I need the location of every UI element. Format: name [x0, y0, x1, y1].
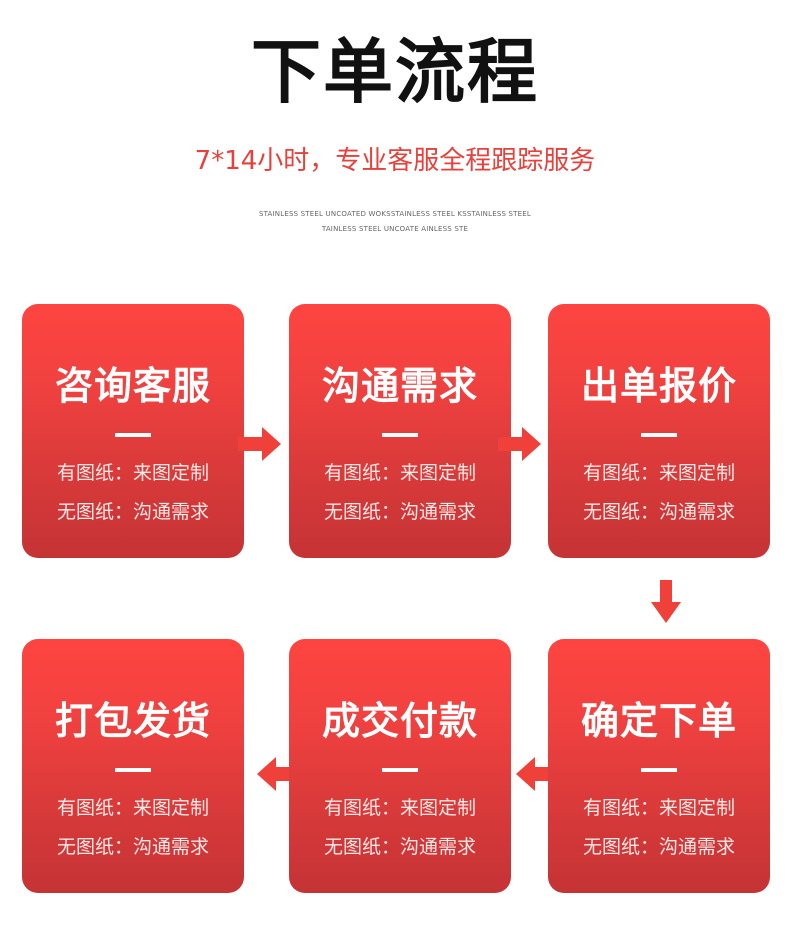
step-title: 确定下单 — [580, 699, 737, 743]
step-divider — [115, 768, 151, 772]
step-card-quote: 出单报价 有图纸：来图定制 无图纸：沟通需求 — [548, 304, 770, 558]
step-divider — [382, 433, 418, 437]
decorative-caption-line-2: TAINLESS STEEL UNCOATE AINLESS STE — [321, 225, 469, 233]
step-note-without-drawing: 无图纸：沟通需求 — [323, 836, 476, 858]
step-divider — [641, 433, 677, 437]
step-title: 出单报价 — [580, 364, 737, 408]
arrow-down-icon — [650, 580, 682, 624]
step-note-with-drawing: 有图纸：来图定制 — [323, 797, 476, 819]
step-title: 打包发货 — [54, 699, 211, 743]
step-note-without-drawing: 无图纸：沟通需求 — [56, 836, 209, 858]
step-note-with-drawing: 有图纸：来图定制 — [582, 462, 735, 484]
step-card-ship: 打包发货 有图纸：来图定制 无图纸：沟通需求 — [22, 639, 244, 893]
step-card-payment: 成交付款 有图纸：来图定制 无图纸：沟通需求 — [289, 639, 511, 893]
step-title: 咨询客服 — [54, 364, 211, 408]
arrow-left-icon — [256, 756, 300, 792]
step-divider — [115, 433, 151, 437]
step-card-consult: 咨询客服 有图纸：来图定制 无图纸：沟通需求 — [22, 304, 244, 558]
step-note-without-drawing: 无图纸：沟通需求 — [56, 501, 209, 523]
step-note-with-drawing: 有图纸：来图定制 — [582, 797, 735, 819]
step-note-without-drawing: 无图纸：沟通需求 — [582, 501, 735, 523]
arrow-right-icon — [498, 426, 542, 462]
arrow-left-icon — [515, 756, 559, 792]
step-note-with-drawing: 有图纸：来图定制 — [56, 797, 209, 819]
step-divider — [641, 768, 677, 772]
step-title: 沟通需求 — [321, 364, 478, 408]
step-card-confirm-order: 确定下单 有图纸：来图定制 无图纸：沟通需求 — [548, 639, 770, 893]
step-note-with-drawing: 有图纸：来图定制 — [56, 462, 209, 484]
arrow-right-icon — [238, 426, 282, 462]
step-card-communicate: 沟通需求 有图纸：来图定制 无图纸：沟通需求 — [289, 304, 511, 558]
step-note-with-drawing: 有图纸：来图定制 — [323, 462, 476, 484]
page-title: 下单流程 — [251, 31, 539, 113]
step-title: 成交付款 — [321, 699, 478, 743]
step-note-without-drawing: 无图纸：沟通需求 — [323, 501, 476, 523]
page-subtitle: 7*14小时，专业客服全程跟踪服务 — [194, 146, 596, 176]
step-divider — [382, 768, 418, 772]
step-note-without-drawing: 无图纸：沟通需求 — [582, 836, 735, 858]
decorative-caption-line-1: STAINLESS STEEL UNCOATED WOKSSTAINLESS S… — [258, 210, 532, 218]
